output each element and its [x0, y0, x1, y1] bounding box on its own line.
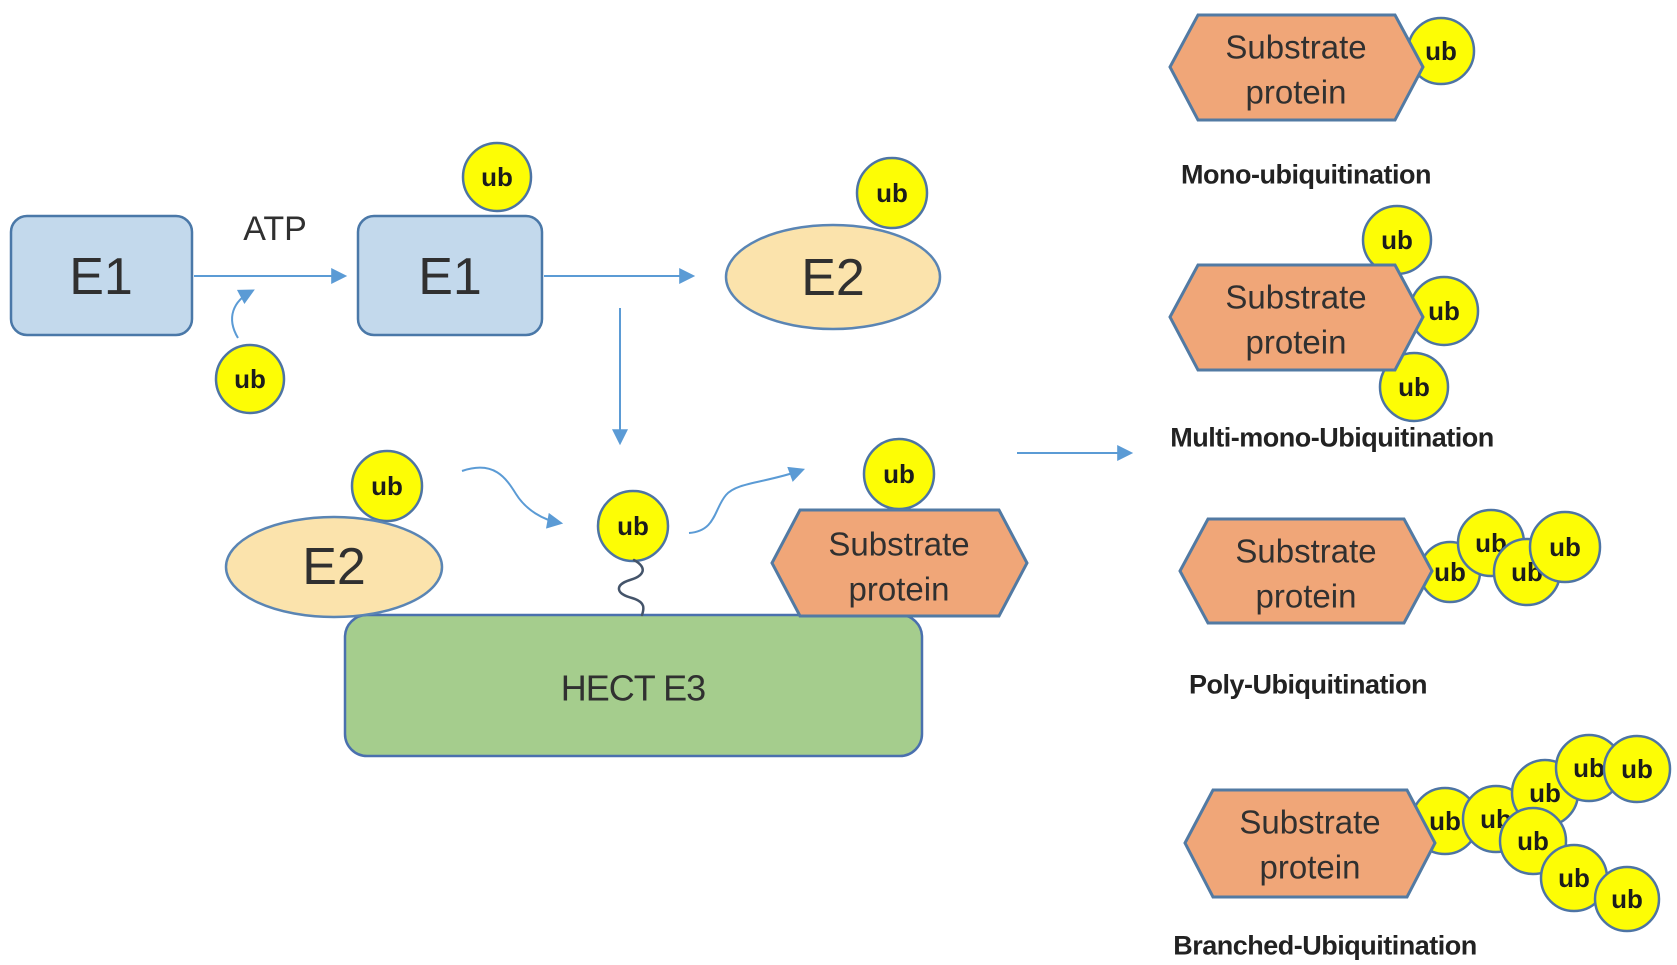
atp-label: ATP [243, 210, 307, 248]
ub-circle [1602, 734, 1672, 804]
ub-circle [596, 489, 670, 563]
ub-text: ub [1398, 372, 1430, 402]
poly-ubiquitination-label: Poly-Ubiquitination [1189, 669, 1427, 699]
e1-label: E1 [69, 248, 133, 306]
ub-badge-on-e1: ub [461, 141, 533, 213]
ub-badge-poly-4: ub [1528, 510, 1602, 584]
ub-badge-branched-down-2: ub [1539, 843, 1609, 913]
multi-mono-ubiquitination-label: Multi-mono-Ubiquitination [1170, 422, 1493, 452]
substrate-hexagon [1183, 788, 1437, 899]
ub-circle [1593, 865, 1661, 933]
substrate-label-line2: protein [1256, 578, 1357, 615]
e2-ellipse [224, 515, 444, 619]
ub-circle [461, 141, 533, 213]
hect-e3-label: HECT E3 [561, 668, 705, 709]
mono-ubiquitination-section: ub Substrate protein Mono-ubiquitination [1168, 13, 1476, 189]
ub-badge-on-e2-top: ub [855, 156, 929, 230]
e2-label: E2 [801, 249, 865, 307]
substrate-label-line2: protein [1246, 74, 1347, 111]
substrate-label-line1: Substrate [1235, 533, 1376, 570]
ub-badge-multi-3: ub [1378, 351, 1450, 423]
poly-ubiquitination-section: ub ub ub ub Substrate protein Poly-Ubiqu… [1178, 508, 1602, 699]
substrate-label-line2: protein [1246, 324, 1347, 361]
ub-circle [855, 156, 929, 230]
ub-text: ub [1529, 778, 1561, 808]
branched-ubiquitination-label: Branched-Ubiquitination [1173, 930, 1476, 960]
e1-node: E1 [9, 214, 194, 337]
ub-badge-on-e2-docked: ub [350, 449, 424, 523]
e2-ub-node-docked: ub E2 [224, 449, 444, 619]
ub-text: ub [1425, 36, 1457, 66]
ub-text: ub [481, 162, 513, 192]
e1-box [356, 214, 544, 337]
ub-badge-branched-up-2: ub [1554, 733, 1624, 803]
ub-circle [214, 343, 286, 415]
substrate-node-docked: ub Substrate protein [770, 437, 1029, 618]
ub-badge-multi-1: ub [1361, 204, 1433, 276]
substrate-label-line1: Substrate [1225, 279, 1366, 316]
e1-box [9, 214, 194, 337]
ub-text: ub [1549, 532, 1581, 562]
ub-circle [1378, 351, 1450, 423]
e1-label: E1 [418, 248, 482, 306]
substrate-label-line1: Substrate [828, 526, 969, 563]
substrate-hexagon [1168, 13, 1425, 122]
hect-e3-box [343, 613, 924, 758]
ub-text: ub [876, 178, 908, 208]
ub-text: ub [371, 471, 403, 501]
e2-label: E2 [302, 538, 366, 596]
ub-badge-on-substrate: ub [862, 437, 936, 511]
substrate-hexagon [1168, 263, 1425, 372]
ub-text: ub [883, 459, 915, 489]
e1-ub-node: ub E1 [356, 141, 544, 337]
ub-badge-free: ub [214, 343, 286, 415]
substrate-label-line1: Substrate [1239, 804, 1380, 841]
ub-text: ub [1434, 557, 1466, 587]
arrow-ub-e3-to-substrate [688, 466, 806, 534]
thioester-tether [617, 558, 645, 617]
ub-text: ub [1558, 863, 1590, 893]
mono-ubiquitination-label: Mono-ubiquitination [1181, 159, 1431, 189]
ub-badge-branched-down-3: ub [1593, 865, 1661, 933]
ub-text: ub [1428, 296, 1460, 326]
branched-ubiquitination-section: ub ub ub ub ub ub ub ub S [1173, 733, 1672, 960]
ub-text: ub [1517, 826, 1549, 856]
arrow-ub-e2-to-e3 [461, 466, 564, 529]
e2-ellipse [724, 223, 942, 331]
substrate-label-line2: protein [849, 571, 950, 608]
multi-mono-ubiquitination-section: ub ub ub Substrate protein Multi-mono-Ub… [1168, 204, 1494, 452]
ub-text: ub [234, 364, 266, 394]
substrate-hexagon [770, 508, 1029, 618]
ub-text: ub [1429, 806, 1461, 836]
hect-e3-node: HECT E3 [343, 613, 924, 758]
ub-text: ub [1573, 753, 1605, 783]
ub-badge-on-e3: ub [596, 489, 670, 563]
ub-text: ub [1611, 884, 1643, 914]
ub-text: ub [1621, 754, 1653, 784]
e2-ub-node-top: ub E2 [724, 156, 942, 331]
substrate-label-line1: Substrate [1225, 29, 1366, 66]
ub-badge-branched-up-3: ub [1602, 734, 1672, 804]
ub-text: ub [617, 511, 649, 541]
substrate-hexagon [1178, 517, 1434, 625]
ub-text: ub [1381, 225, 1413, 255]
ub-circle [1528, 510, 1602, 584]
ub-circle [350, 449, 424, 523]
substrate-label-line2: protein [1260, 849, 1361, 886]
arrow-ub-into-e1 [231, 289, 255, 339]
ub-badge-mono-1: ub [1406, 16, 1476, 86]
